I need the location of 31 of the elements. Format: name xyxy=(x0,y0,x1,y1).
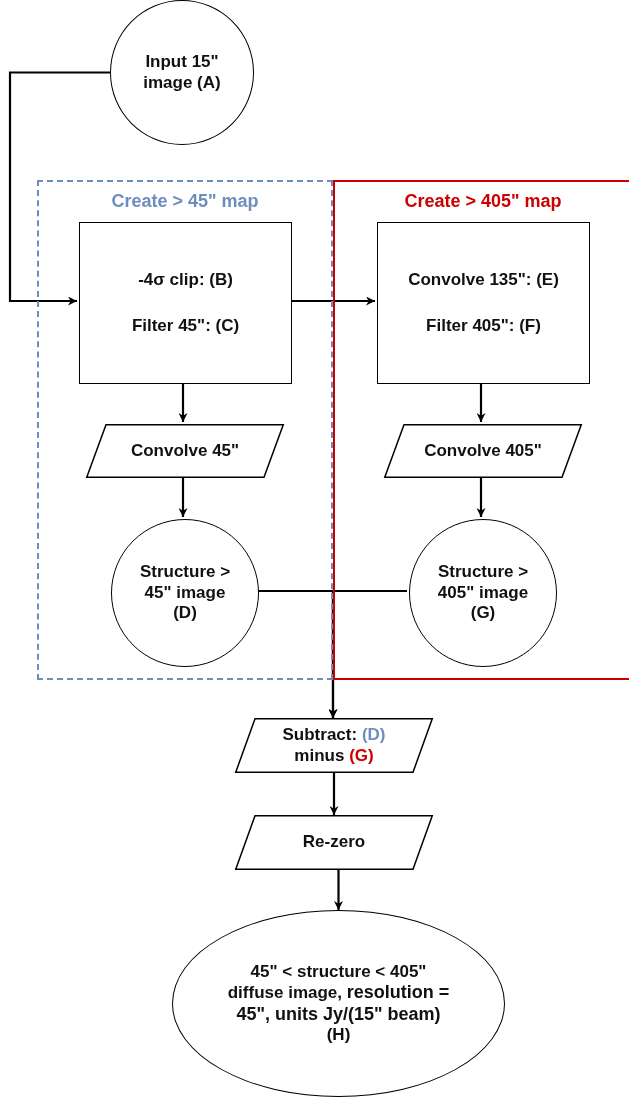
node-text: Input 15" image (A) xyxy=(142,52,222,93)
node-text: Convolve 405" xyxy=(424,440,542,462)
node-text: Convolve 135": (E) xyxy=(408,269,559,290)
group-heading: Create > 405" map xyxy=(404,191,562,213)
arrow xyxy=(290,296,375,306)
group-panel xyxy=(37,180,333,680)
process-box xyxy=(79,222,292,384)
node-text: Filter 405": (F) xyxy=(426,316,541,337)
arrow xyxy=(329,773,339,815)
arrow xyxy=(8,71,110,306)
node-text: Structure > 45" image (D) xyxy=(138,562,232,624)
group-heading: Create > 45" map xyxy=(111,191,259,213)
process-parallelogram xyxy=(384,424,582,478)
node-text: 45" < structure < 405" diffuse image, resolution = 45", units Jy/(15" beam) (H) xyxy=(226,961,451,1046)
group-panel xyxy=(333,180,629,680)
arrow xyxy=(178,382,188,422)
process-parallelogram xyxy=(235,718,433,773)
arrow xyxy=(178,476,188,517)
node-text: Convolve 45" xyxy=(130,440,240,462)
process-parallelogram xyxy=(235,815,433,870)
node-text: Filter 45": (C) xyxy=(131,316,240,337)
arrow xyxy=(476,382,486,422)
arrow xyxy=(476,476,486,517)
arrow xyxy=(334,870,343,910)
node-text: -4σ clip: (B) xyxy=(138,269,233,290)
node-text: Subtract: (D) minus (G) xyxy=(281,725,387,766)
process-parallelogram xyxy=(86,424,284,478)
arrow xyxy=(328,589,407,718)
node-text: Re-zero xyxy=(302,832,366,853)
node-text: Structure > 405" image (G) xyxy=(436,562,530,624)
process-box xyxy=(377,222,590,384)
